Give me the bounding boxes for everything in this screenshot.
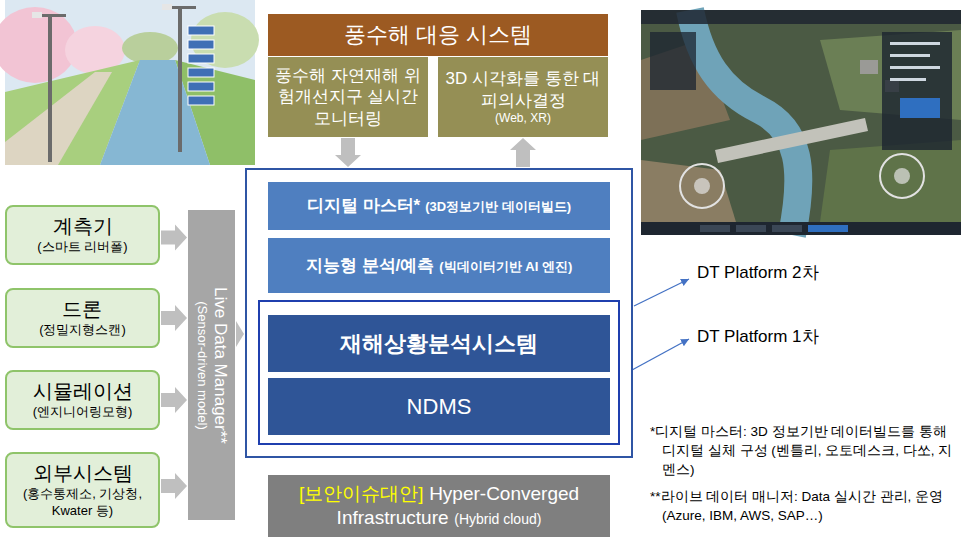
manager-bar: Live Data Manager**(Sensor-driven model) bbox=[188, 210, 235, 520]
platform-label: DT Platform 2차 bbox=[697, 262, 819, 283]
box-sublabel: (3D정보기반 데이터빌드) bbox=[425, 199, 571, 214]
box-text-group: Live Data Manager**(Sensor-driven model) bbox=[188, 210, 235, 520]
block-arrow bbox=[161, 473, 187, 499]
ui-tab bbox=[772, 225, 802, 232]
pole-tag bbox=[188, 82, 214, 91]
pole-tag bbox=[188, 54, 214, 63]
pole-tag bbox=[188, 40, 214, 49]
box-text-group: 시뮬레이션(엔지니어링모형) bbox=[27, 375, 139, 424]
block-arrow bbox=[161, 305, 187, 331]
smart-pole bbox=[48, 14, 52, 162]
ui-tab bbox=[700, 225, 730, 232]
block-arrow bbox=[236, 321, 244, 347]
process-box: 풍수해 자연재해 위험개선지구 실시간 모니터링 bbox=[268, 57, 428, 137]
pole-tag bbox=[188, 68, 214, 77]
block-arrow bbox=[335, 138, 361, 167]
far-trees bbox=[122, 32, 178, 64]
box-label: [보안이슈대안] bbox=[299, 483, 424, 504]
box-label: 풍수해 대응 시스템 bbox=[344, 21, 532, 49]
river-3d bbox=[690, 10, 798, 235]
ui-joystick bbox=[680, 164, 724, 208]
infra-box: [보안이슈대안]Hyper-Converged Infrastructure(H… bbox=[268, 475, 610, 537]
ui-line bbox=[890, 54, 930, 57]
ui-top-bar bbox=[641, 10, 961, 24]
pole-lamp bbox=[32, 12, 42, 18]
module-box: 재해상황분석시스템 bbox=[268, 315, 610, 372]
box-text-group: NDMS bbox=[401, 389, 478, 425]
module-box: 디지털 마스터* (3D정보기반 데이터빌드) bbox=[268, 182, 610, 230]
ui-panel bbox=[882, 32, 952, 150]
ui-toolbar bbox=[641, 222, 961, 235]
box-label: 재해상황분석시스템 bbox=[340, 330, 538, 358]
pole-lamp bbox=[162, 4, 172, 10]
box-text-group: 지능형 분석/예측 (빅데이터기반 AI 엔진) bbox=[300, 251, 578, 280]
ui-joystick bbox=[694, 178, 710, 194]
smart-pole bbox=[178, 6, 182, 152]
module-box: 지능형 분석/예측 (빅데이터기반 AI 엔진) bbox=[268, 238, 610, 293]
source-box: 드론(정밀지형스캔) bbox=[5, 288, 160, 348]
box-text-group: [보안이슈대안]Hyper-Converged Infrastructure(H… bbox=[268, 478, 610, 534]
source-box: 계측기(스마트 리버폴) bbox=[5, 205, 160, 265]
title-band: 풍수해 대응 시스템 bbox=[268, 14, 608, 56]
source-box: 외부시스템(홍수통제소, 기상청, Kwater 등) bbox=[5, 452, 160, 528]
platform-label: DT Platform 1차 bbox=[697, 326, 819, 347]
pole-tag bbox=[188, 96, 214, 105]
box-label: 시뮬레이션 bbox=[33, 379, 133, 404]
bridge bbox=[715, 118, 868, 163]
box-label: NDMS bbox=[407, 393, 472, 421]
box-label: 지능형 분석/예측 bbox=[306, 256, 434, 275]
box-sublabel: (엔지니어링모형) bbox=[33, 404, 133, 420]
box-text-group: 계측기(스마트 리버폴) bbox=[31, 210, 133, 259]
block-arrow bbox=[161, 225, 187, 251]
pole-tag bbox=[188, 26, 214, 35]
box-sublabel: (빅데이터기반 AI 엔진) bbox=[439, 259, 572, 274]
box-label: 디지털 마스터* bbox=[307, 196, 420, 215]
screenshot-ground bbox=[641, 10, 961, 235]
box-text-group: 풍수해 자연재해 위험개선지구 실시간 모니터링 bbox=[268, 61, 428, 133]
terrain-patch bbox=[820, 140, 961, 222]
ui-panel bbox=[650, 32, 696, 90]
block-arrow bbox=[510, 138, 536, 167]
process-box: 3D 시각화를 통한 대피의사결정(Web, XR) bbox=[438, 57, 608, 137]
box-text-group: 재해상황분석시스템 bbox=[334, 326, 544, 362]
ui-joystick bbox=[880, 154, 924, 198]
box-text-group: 디지털 마스터* (3D정보기반 데이터빌드) bbox=[301, 191, 577, 220]
ui-line bbox=[890, 42, 940, 45]
box-sublabel: (Hybrid cloud) bbox=[454, 511, 541, 527]
platform-frame: DT Platform 2차디지털 마스터*(3D정보기반 데이터빌드)지능형 … bbox=[245, 168, 633, 458]
box-label: 계측기 bbox=[37, 214, 127, 239]
box-text-group: 외부시스템(홍수통제소, 기상청, Kwater 등) bbox=[7, 457, 158, 523]
box-sublabel: (스마트 리버폴) bbox=[37, 239, 127, 255]
box-label: 외부시스템 bbox=[13, 461, 152, 486]
box-text-group: 3D 시각화를 통한 대피의사결정(Web, XR) bbox=[438, 64, 608, 130]
building bbox=[860, 60, 878, 74]
cherry-tree bbox=[0, 7, 77, 83]
box-sublabel: (Sensor-driven model) bbox=[193, 301, 209, 430]
box-label: Live Data Manager** bbox=[209, 287, 230, 444]
source-box: 시뮬레이션(엔지니어링모형) bbox=[5, 370, 160, 430]
box-sublabel: (홍수통제소, 기상청, Kwater 등) bbox=[13, 486, 152, 519]
ui-button bbox=[900, 98, 940, 118]
box-label: 풍수해 자연재해 위험개선지구 실시간 모니터링 bbox=[274, 65, 422, 129]
ui-tab bbox=[808, 225, 848, 232]
leader-arrow bbox=[634, 279, 689, 306]
block-arrow bbox=[161, 387, 187, 413]
ui-line bbox=[890, 66, 940, 69]
platform-frame: DT Platform 1차재해상황분석시스템NDMS bbox=[258, 300, 620, 445]
box-label: 3D 시각화를 통한 대피의사결정 bbox=[444, 68, 602, 111]
box-sublabel: (Web, XR) bbox=[444, 111, 602, 126]
box-text-group: 풍수해 대응 시스템 bbox=[338, 17, 538, 53]
module-box: NDMS bbox=[268, 378, 610, 435]
ui-line bbox=[890, 78, 926, 81]
footnote: *디지털 마스터: 3D 정보기반 데이터빌드를 통해 디지털 실체 구성 (벤… bbox=[650, 423, 955, 480]
walkway bbox=[5, 72, 112, 165]
ui-joystick bbox=[894, 168, 910, 184]
footnote: **라이브 데이터 매니저: Data 실시간 관리, 운영 (Azure, I… bbox=[650, 488, 955, 526]
box-label: 드론 bbox=[39, 297, 126, 322]
box-sublabel: (정밀지형스캔) bbox=[39, 322, 126, 338]
ui-tab bbox=[736, 225, 766, 232]
box-text-group: 드론(정밀지형스캔) bbox=[33, 293, 132, 342]
